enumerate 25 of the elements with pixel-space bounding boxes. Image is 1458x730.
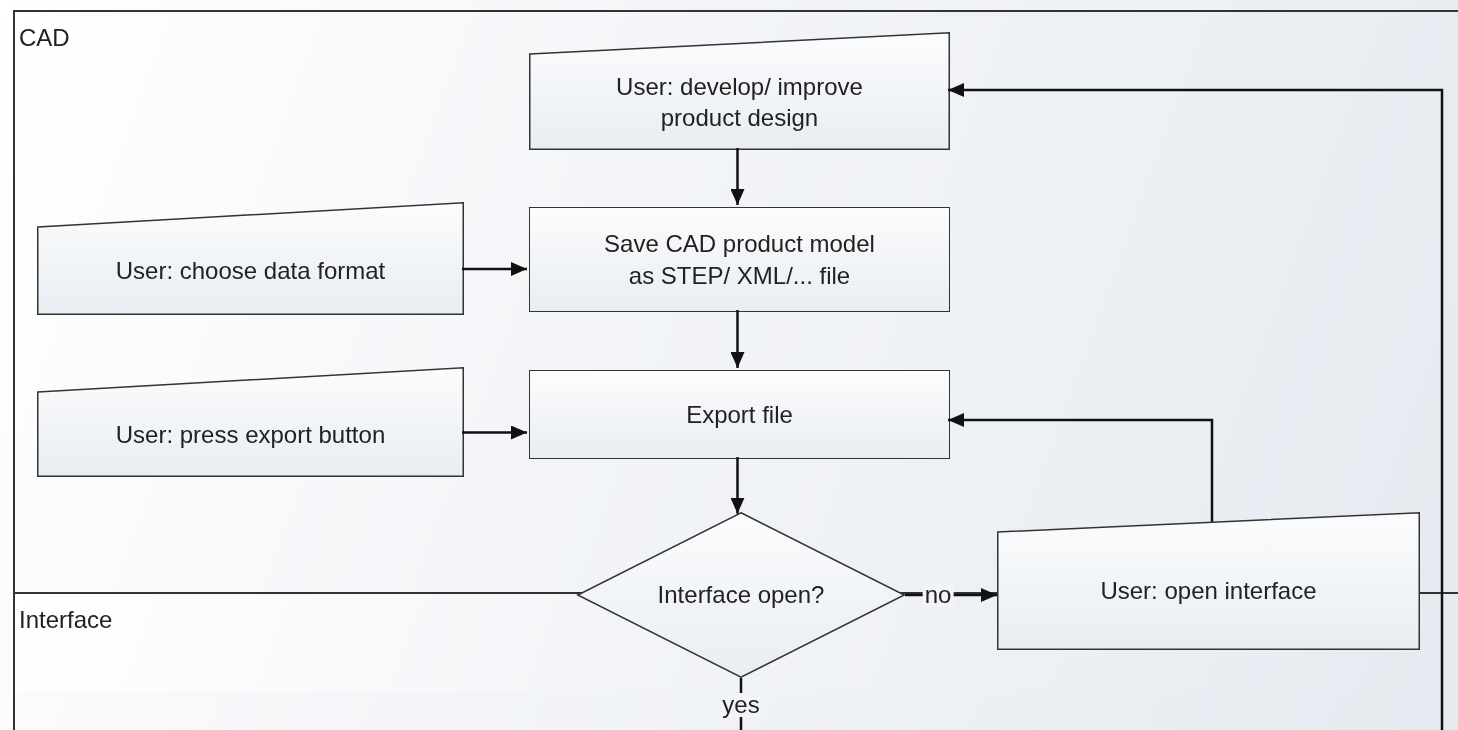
manual-input-shape bbox=[37, 202, 464, 315]
node-text: Save CAD product model as STEP/ XML/... file bbox=[603, 229, 876, 291]
decision-diamond bbox=[577, 512, 905, 678]
node-text: User: open interface bbox=[1100, 576, 1317, 607]
arrow bbox=[730, 457, 745, 514]
node-text: User: press export button bbox=[115, 419, 386, 450]
arrow bbox=[948, 83, 1444, 730]
node-text: User: develop/ improve product design bbox=[615, 71, 864, 133]
arrow bbox=[730, 148, 745, 205]
manual-input-shape bbox=[37, 367, 464, 477]
manual-input-shape bbox=[529, 32, 950, 150]
arrow bbox=[948, 413, 1214, 522]
arrow bbox=[462, 262, 527, 276]
process-box bbox=[529, 370, 950, 459]
node-text: User: choose data format bbox=[115, 256, 386, 287]
process-box bbox=[529, 207, 950, 312]
lane-label: Interface bbox=[19, 606, 113, 634]
manual-input-shape bbox=[997, 512, 1420, 650]
node-text: Export file bbox=[686, 399, 793, 430]
edge-label: yes bbox=[720, 693, 762, 717]
lane-label: CAD bbox=[19, 24, 70, 52]
arrow bbox=[462, 425, 527, 440]
node-text: Interface open? bbox=[657, 580, 825, 611]
arrow bbox=[730, 310, 745, 368]
edge-label: no bbox=[922, 583, 954, 607]
